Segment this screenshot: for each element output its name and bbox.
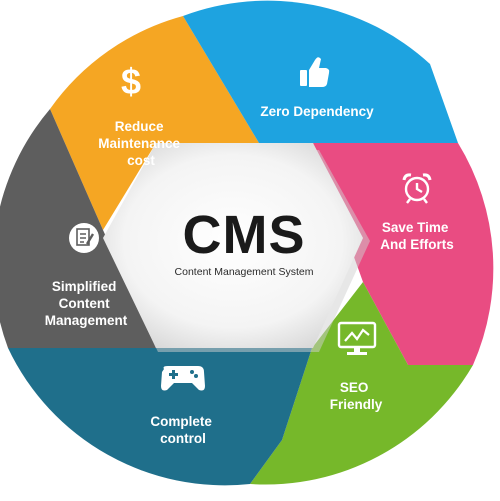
dollar-icon: $ xyxy=(121,61,141,102)
cms-title: CMS xyxy=(183,205,306,265)
center-hexagon xyxy=(103,143,363,348)
segment-save-time xyxy=(313,143,494,365)
segment-label-complete-control: Complete control xyxy=(150,414,215,446)
segment-label-seo-friendly: SEO Friendly xyxy=(330,380,383,412)
segment-reduce-maintenance xyxy=(50,16,259,230)
segment-seo-friendly xyxy=(250,282,473,485)
cms-subtitle: Content Management System xyxy=(175,266,314,278)
thumbs-up-icon xyxy=(300,57,330,87)
segment-complete-control xyxy=(8,348,312,486)
document-edit-icon xyxy=(69,223,99,253)
segment-label-reduce-maintenance: Reduce Maintenance cost xyxy=(98,119,184,168)
segment-label-simplified-content: Simplified Content Management xyxy=(45,279,128,328)
alarm-clock-icon xyxy=(402,173,432,204)
gamepad-icon xyxy=(161,366,205,391)
monitor-chart-icon xyxy=(337,321,377,355)
svg-text:$: $ xyxy=(121,61,141,102)
segment-label-zero-dependency: Zero Dependency xyxy=(260,104,374,119)
segment-label-save-time: Save Time And Efforts xyxy=(380,220,454,252)
